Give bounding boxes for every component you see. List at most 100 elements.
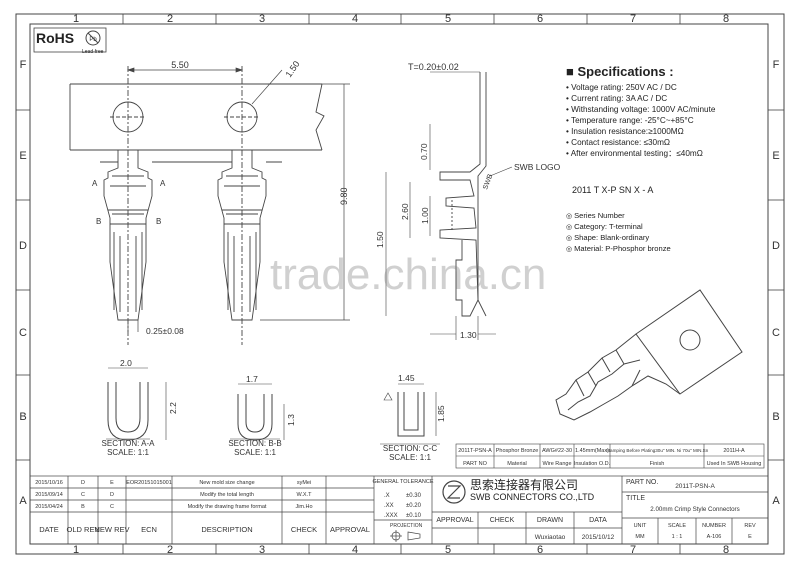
spec-voltage: Voltage rating: 250V AC / DC: [566, 82, 715, 93]
rev-header-new: NEW REV: [94, 525, 129, 534]
col-label-3: 3: [259, 13, 265, 25]
dim-bottom-width-label: 0.25±0.08: [146, 326, 184, 336]
section-mark-b-left: B: [96, 217, 101, 226]
row-label-d: D: [19, 240, 27, 252]
tolerance-row-2-key: .XX: [384, 503, 394, 509]
dim-150-label: 1.50: [375, 231, 385, 248]
rev-row-1-desc: New mold size change: [199, 480, 254, 486]
tolerance-row-1-key: .X: [384, 493, 390, 499]
col-label-8: 8: [723, 13, 729, 25]
rev-value: E: [748, 534, 752, 540]
swb-mark: SWB: [482, 173, 494, 191]
rev-header-old: OLD REV: [67, 525, 100, 534]
col-label-2: 2: [167, 13, 173, 25]
dim-sec-b-height: 1.3: [286, 414, 296, 426]
rev-row-3-check: Jim.Ho: [295, 504, 312, 510]
tolerance-title: GENERAL TOLERANCE: [372, 479, 433, 485]
warning-triangle-icon: [383, 392, 393, 401]
section-a-scale: SCALE: 1:1: [107, 448, 149, 457]
swb-logo-callout: SWB LOGO: [514, 162, 561, 172]
signoff-drawn-by: Wuxiaotao: [535, 534, 566, 541]
side-view-dims: [385, 124, 496, 340]
legend-shape: Shape: Blank-ordinary: [566, 233, 671, 244]
tolerance-row-1-val: ±0.30: [406, 493, 422, 499]
title-value: 2.00mm Crimp Style Connectors: [650, 506, 739, 513]
spec-temperature: Temperature range: -25°C~+85°C: [566, 115, 715, 126]
row-label-f-right: F: [773, 59, 780, 71]
rev-header-desc: DESCRIPTION: [201, 525, 252, 534]
signoff-date: 2015/10/12: [582, 534, 615, 541]
section-b-title: SECTION: B-B: [228, 439, 281, 448]
col-label-1-bottom: 1: [73, 544, 79, 556]
signoff-approval: APPROVAL: [436, 517, 473, 524]
col-label-5-bottom: 5: [445, 544, 451, 556]
col-label-6: 6: [537, 13, 543, 25]
rev-row-1-ecn: EOR20151015001: [126, 480, 172, 486]
dim-sec-c-width: 1.45: [398, 373, 415, 383]
dim-height: [260, 83, 350, 321]
row-label-c: C: [19, 327, 27, 339]
row-label-b-right: B: [772, 411, 779, 423]
rev-row-1-check: syMei: [297, 480, 311, 486]
section-mark-a-right: A: [160, 179, 166, 188]
rev-row-3-new: C: [110, 504, 114, 510]
col-label-7: 7: [630, 13, 636, 25]
spec-current: Current rating: 3A AC / DC: [566, 93, 715, 104]
tolerance-row-3-key: .XXX: [384, 513, 398, 519]
signoff-check: CHECK: [490, 517, 515, 524]
spec-contact: Contact resistance: ≤30mΩ: [566, 137, 715, 148]
part-no-value: 2011T-PSN-A: [675, 483, 715, 490]
projection-label: PROJECTION: [390, 523, 423, 529]
dim-hole-label: 1.50: [283, 59, 301, 79]
col-label-1: 1: [73, 13, 79, 25]
col-label-4: 4: [352, 13, 358, 25]
legend-material: Material: P-Phosphor bronze: [566, 244, 671, 255]
title-label: TITLE: [626, 495, 645, 502]
part-number-code: 2011 T X-P SN X - A: [572, 185, 654, 195]
section-a-title: SECTION: A-A: [102, 439, 156, 448]
legend-series: Series Number: [566, 211, 671, 222]
mat-header-finish: Finish: [650, 461, 665, 467]
spec-after-testing: After environmental testing：≤40mΩ: [566, 148, 715, 159]
rev-row-2-check: W.X.T: [297, 492, 313, 498]
spec-withstanding: Withstanding voltage: 1000V AC/minute: [566, 104, 715, 115]
row-label-e: E: [19, 150, 26, 162]
material-table-grid: [455, 443, 765, 469]
section-c-title: SECTION: C-C: [383, 444, 437, 453]
col-label-7-bottom: 7: [630, 544, 636, 556]
tolerance-row-2-val: ±0.20: [406, 503, 422, 509]
part-no-label: PART NO.: [626, 479, 658, 486]
rev-header-check: CHECK: [291, 525, 317, 534]
company-logo: [442, 480, 466, 504]
col-label-6-bottom: 6: [537, 544, 543, 556]
dim-sec-b-width: 1.7: [246, 374, 258, 384]
rev-header-date: DATE: [39, 525, 58, 534]
section-b-b-drawing: [237, 394, 273, 441]
lead-free-icon: [85, 30, 101, 46]
rev-label: REV: [744, 523, 756, 529]
unit-label: UNIT: [634, 523, 647, 529]
part-number-legend: Series Number Category: T-terminal Shape…: [566, 211, 671, 255]
number-value: A-106: [707, 534, 722, 540]
col-label-3-bottom: 3: [259, 544, 265, 556]
outer-frame: [15, 13, 785, 555]
company-name-cn: 思索连接器有限公司: [470, 478, 579, 492]
section-a-a-drawing: [107, 382, 149, 441]
mat-value-material: Phosphor Bronze: [496, 448, 539, 454]
company-name-en: SWB CONNECTORS CO.,LTD: [470, 492, 595, 502]
mat-header-housing: Used In SWB Housing: [707, 461, 762, 467]
rohs-label: RoHS: [36, 30, 75, 46]
rev-row-2-new: D: [110, 492, 114, 498]
dim-sec-c-height: 1.85: [436, 405, 446, 422]
mat-value-od: 1.45mm(Max): [575, 448, 609, 454]
col-label-5: 5: [445, 13, 451, 25]
dim-sec-a-width: 2.0: [120, 358, 132, 368]
pb-mark: Pb: [89, 37, 97, 43]
rev-row-3-date: 2015/04/24: [35, 504, 63, 510]
specifications-list: Voltage rating: 250V AC / DC Current rat…: [566, 82, 716, 159]
mat-header-material: Material: [507, 461, 527, 467]
rev-row-1-date: 2015/10/16: [35, 480, 63, 486]
row-label-b: B: [19, 411, 26, 423]
rev-header-approval: APPROVAL: [330, 525, 370, 534]
terminal-strip-front-view: [69, 66, 325, 345]
